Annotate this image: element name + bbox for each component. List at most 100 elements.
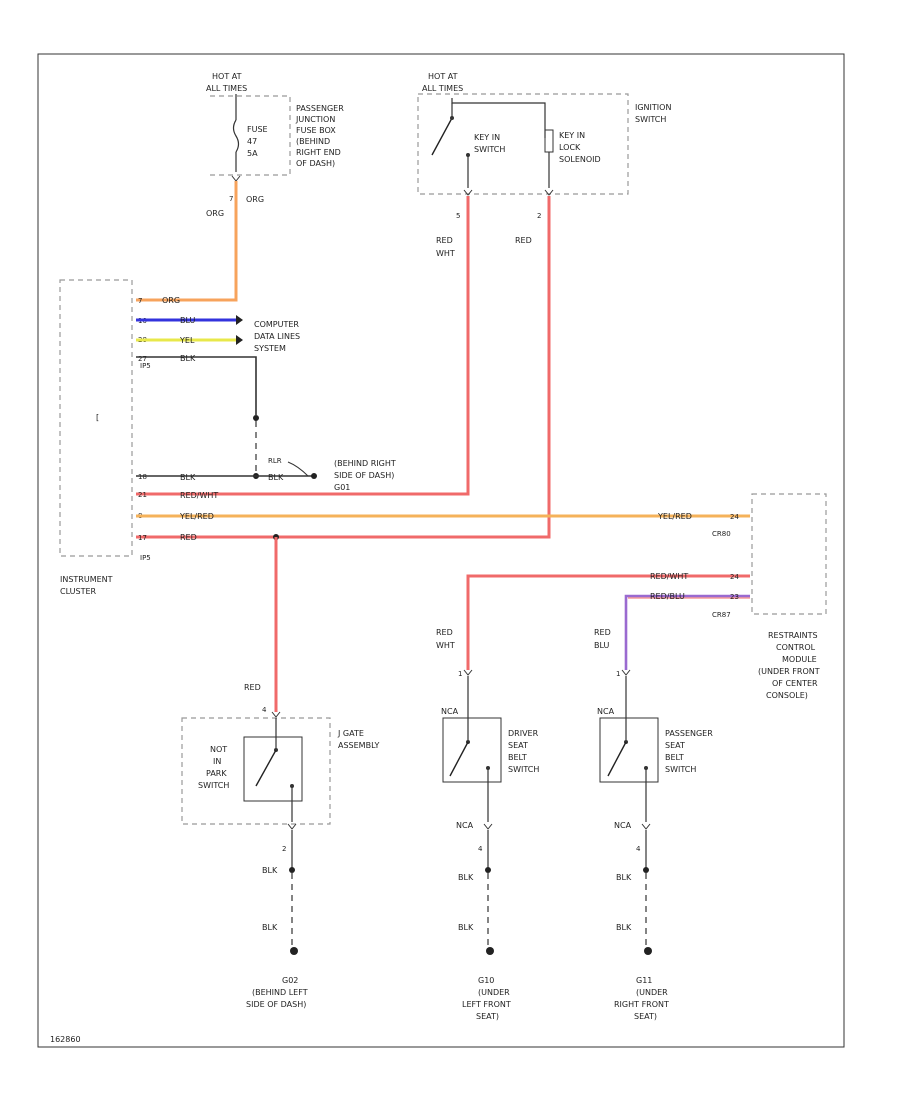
blu-wire-label: BLU [180, 316, 196, 325]
svg-text:(BEHIND RIGHT: (BEHIND RIGHT [334, 459, 396, 468]
svg-text:SIDE OF DASH): SIDE OF DASH) [246, 1000, 306, 1009]
svg-text:OF DASH): OF DASH) [296, 159, 335, 168]
gate-wire-label: RED [244, 683, 261, 692]
driver-belt-label: DRIVER SEAT BELT SWITCH [508, 729, 539, 774]
pass-blk-label-2: BLK [616, 923, 632, 932]
driver-blk-label-2: BLK [458, 923, 474, 932]
svg-text:IGNITION: IGNITION [635, 103, 671, 112]
red-wht-top-label-2: WHT [436, 249, 455, 258]
org-wire-label-right: ORG [246, 195, 264, 204]
red-top-label: RED [515, 236, 532, 245]
wire-blk-top [136, 356, 257, 415]
hot-label-right-1: HOT AT [428, 72, 458, 81]
svg-text:FUSE BOX: FUSE BOX [296, 126, 336, 135]
svg-text:RIGHT FRONT: RIGHT FRONT [614, 1000, 669, 1009]
driver-blk-label-1: BLK [458, 873, 474, 882]
red-wire-label: RED [180, 533, 197, 542]
pass-belt-nca-bottom: NCA [614, 821, 632, 830]
restraint-pin-redblu: 23 [730, 593, 739, 601]
svg-text:RIGHT END: RIGHT END [296, 148, 341, 157]
yel-wire-label: YEL [179, 336, 195, 345]
ignition-switch-label: IGNITION SWITCH [635, 103, 671, 124]
svg-text:ASSEMBLY: ASSEMBLY [338, 741, 379, 750]
svg-text:RED: RED [436, 628, 453, 637]
restraint-connector-top: CR80 [712, 530, 731, 538]
svg-text:G11: G11 [636, 976, 652, 985]
driver-belt-nca-bottom: NCA [456, 821, 474, 830]
svg-text:SEAT: SEAT [665, 741, 685, 750]
org-pin-label: 7 [229, 195, 233, 203]
svg-text:SEAT: SEAT [508, 741, 528, 750]
pass-belt-switch-contact [607, 741, 627, 777]
j-gate-label: J GATE ASSEMBLY [337, 729, 379, 750]
svg-text:PASSENGER: PASSENGER [665, 729, 713, 738]
org-wire-label-left: ORG [206, 209, 224, 218]
cluster-pin: 7 [138, 297, 142, 305]
driver-belt-nca-top: NCA [441, 707, 459, 716]
ground-g02-label: G02 (BEHIND LEFT SIDE OF DASH) [246, 976, 308, 1009]
key-in-switch-contact [431, 117, 453, 156]
svg-text:BELT: BELT [665, 753, 684, 762]
org-wire-label-cluster: ORG [162, 296, 180, 305]
driver-belt-wire-label: RED WHT [436, 628, 455, 650]
wire-red-blu-passenger [624, 594, 750, 670]
red-wht-right-label: RED/WHT [650, 572, 688, 581]
svg-text:MODULE: MODULE [782, 655, 817, 664]
svg-text:WHT: WHT [436, 641, 455, 650]
svg-text:BELT: BELT [508, 753, 527, 762]
pass-belt-pin-bottom: 4 [636, 845, 641, 853]
restraint-connector-bottom: CR87 [712, 611, 731, 619]
wire-red-wht-cluster [136, 196, 470, 496]
cluster-connector-top: IP5 [140, 362, 151, 370]
pass-blk-label-1: BLK [616, 873, 632, 882]
svg-text:CONTROL: CONTROL [776, 643, 816, 652]
restraints-module-outline [751, 493, 827, 615]
cluster-pin: 17 [138, 534, 147, 542]
pass-belt-switch-box [599, 717, 659, 783]
fuse-label-1: FUSE [247, 125, 268, 134]
svg-text:G10: G10 [478, 976, 494, 985]
ground-g11-label: G11 (UNDER RIGHT FRONT SEAT) [614, 976, 669, 1021]
svg-text:PARK: PARK [206, 769, 227, 778]
ground-g10-label: G10 (UNDER LEFT FRONT SEAT) [462, 976, 511, 1021]
gate-top-pin: 4 [262, 706, 267, 714]
svg-text:SWITCH: SWITCH [635, 115, 666, 124]
svg-text:CLUSTER: CLUSTER [60, 587, 97, 596]
svg-text:NOT: NOT [210, 745, 227, 754]
gate-blk-label-1: BLK [262, 866, 278, 875]
svg-text:SEAT): SEAT) [476, 1012, 499, 1021]
blk-wire-label-ground: BLK [268, 473, 284, 482]
svg-text:KEY IN: KEY IN [559, 131, 585, 140]
cluster-pin: 18 [138, 473, 147, 481]
cluster-label: INSTRUMENT CLUSTER [60, 575, 113, 596]
ground-g02-icon [290, 947, 298, 955]
driver-belt-switch-box [442, 717, 502, 783]
wire-red-wht-driver [466, 574, 750, 670]
svg-text:SEAT): SEAT) [634, 1012, 657, 1021]
diagram-frame [37, 53, 845, 1048]
svg-text:BLU: BLU [594, 641, 610, 650]
instrument-cluster-outline [59, 279, 133, 557]
svg-text:G02: G02 [282, 976, 298, 985]
ground-g11-icon [644, 947, 652, 955]
diagram-id: 162860 [50, 1035, 81, 1044]
hot-label-right-2: ALL TIMES [422, 84, 463, 93]
svg-text:(UNDER FRONT: (UNDER FRONT [758, 667, 820, 676]
cluster-pin: 21 [138, 491, 147, 499]
gate-bottom-pin: 2 [282, 845, 286, 853]
junction-box-label: PASSENGER JUNCTION FUSE BOX (BEHIND RIGH… [295, 104, 344, 168]
svg-text:(UNDER: (UNDER [478, 988, 510, 997]
key-in-lock-label: KEY IN LOCK SOLENOID [559, 131, 601, 164]
ignition-pin-left: 5 [456, 212, 460, 220]
svg-text:OF CENTER: OF CENTER [772, 679, 818, 688]
fuse-symbol [232, 119, 240, 153]
gate-blk-label-2: BLK [262, 923, 278, 932]
pass-belt-nca-top: NCA [597, 707, 615, 716]
svg-text:LOCK: LOCK [559, 143, 581, 152]
svg-text:IN: IN [213, 757, 221, 766]
driver-belt-switch-contact [449, 741, 469, 777]
pass-belt-label: PASSENGER SEAT BELT SWITCH [665, 729, 713, 774]
ignition-switch-outline [417, 93, 629, 195]
hot-label-left-2: ALL TIMES [206, 84, 247, 93]
